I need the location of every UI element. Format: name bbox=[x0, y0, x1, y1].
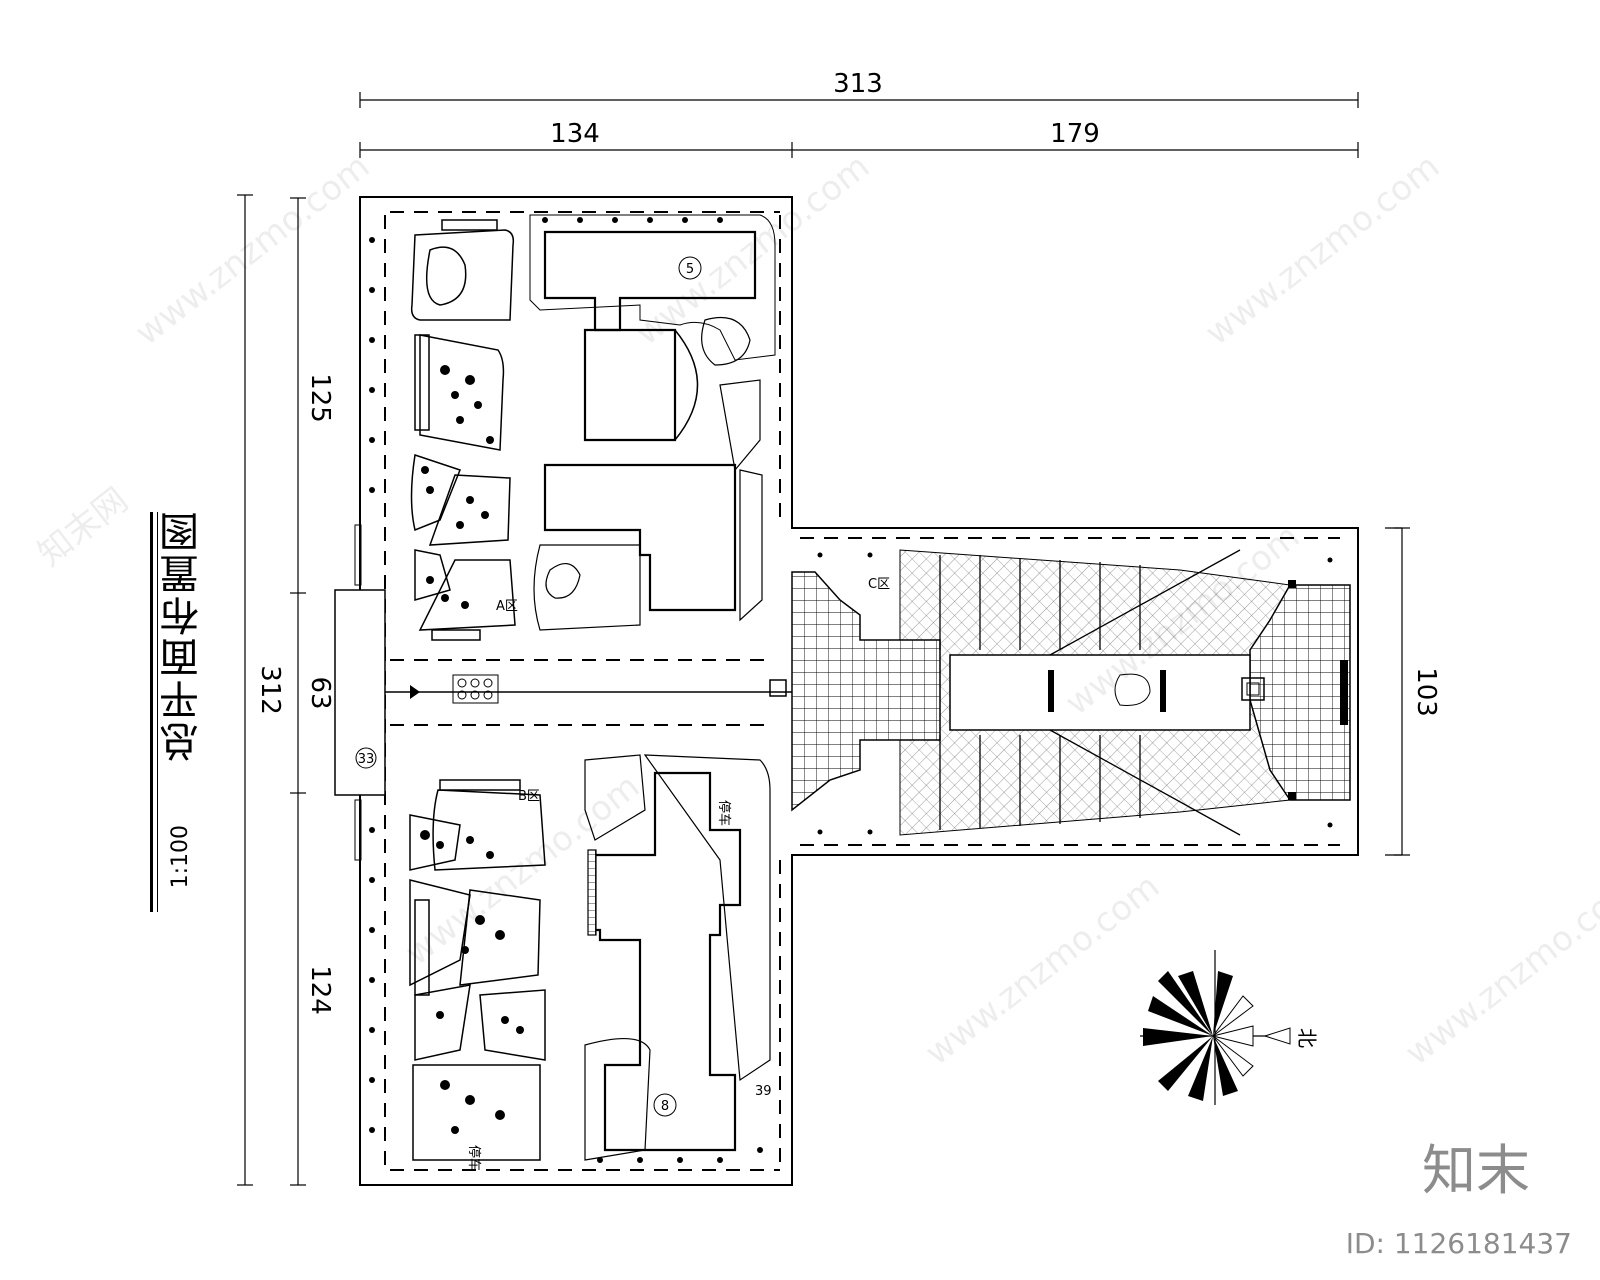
zone-a-green bbox=[410, 219, 516, 641]
zone-b-label: B区 bbox=[518, 789, 540, 804]
building-8 bbox=[593, 771, 742, 1152]
north-arrow bbox=[1140, 950, 1291, 1105]
parking-label-1: 停车 bbox=[716, 800, 732, 826]
plaza-grid-west bbox=[791, 571, 941, 812]
plaza-features bbox=[1048, 660, 1348, 725]
parking-label-2: 停车 bbox=[466, 1145, 482, 1171]
road-centerlines bbox=[384, 211, 1340, 1171]
dim-middle-road: 63 bbox=[305, 676, 335, 709]
site-boundary bbox=[359, 196, 1359, 1186]
perimeter-trees bbox=[369, 217, 763, 1163]
north-label: 北 bbox=[1295, 1028, 1319, 1048]
dim-small-note: 39 bbox=[755, 1084, 772, 1099]
dim-overall-height: 312 bbox=[255, 665, 285, 715]
zone-c-label: C区 bbox=[868, 577, 890, 592]
lamp-ne bbox=[1288, 580, 1296, 588]
island-circles bbox=[457, 678, 493, 700]
dimension-lines bbox=[237, 92, 1410, 1186]
central-plaza-strip bbox=[949, 654, 1251, 731]
entrance-arrow bbox=[410, 685, 420, 699]
dim-south-block: 124 bbox=[305, 965, 335, 1015]
west-monument bbox=[769, 679, 787, 697]
dim-overall-width: 313 bbox=[833, 69, 883, 99]
dim-east-width: 179 bbox=[1050, 119, 1100, 149]
brand-logo: 知末 bbox=[1422, 1139, 1530, 1202]
building-5 bbox=[529, 214, 776, 612]
building-33-marker bbox=[355, 747, 377, 769]
zone-b-green bbox=[409, 779, 546, 1161]
plaza-grid-east bbox=[1249, 584, 1351, 801]
drawing-scale: 1:100 bbox=[168, 825, 193, 889]
building-8-label: 8 bbox=[661, 1099, 669, 1114]
building-33-label: 33 bbox=[358, 752, 375, 767]
building-5-label: 5 bbox=[686, 262, 694, 277]
image-id: ID: 1126181437 bbox=[1345, 1227, 1572, 1260]
title-rule-thin bbox=[157, 512, 158, 912]
east-monument bbox=[1241, 677, 1265, 701]
east-wing-trees bbox=[817, 552, 1333, 835]
gate-building-33 bbox=[334, 589, 386, 796]
gate-wall-south bbox=[354, 799, 362, 861]
plaza-fountain bbox=[1114, 673, 1151, 706]
building-8-marker bbox=[653, 1093, 677, 1117]
zone-a-label: A区 bbox=[496, 599, 518, 614]
dim-east-wing: 103 bbox=[1411, 667, 1441, 717]
lamp-se bbox=[1288, 792, 1296, 800]
gate-wall-north bbox=[354, 524, 362, 586]
title-rule-thick bbox=[150, 512, 153, 912]
east-monument-inner bbox=[1246, 682, 1260, 696]
dim-north-block: 125 bbox=[305, 373, 335, 423]
zone-a-trees bbox=[421, 365, 494, 609]
plaza-paving-lines bbox=[939, 549, 1241, 836]
dim-west-width: 134 bbox=[550, 119, 600, 149]
drawing-title: 总平面布置图 bbox=[160, 510, 206, 762]
zone-b-trees bbox=[420, 830, 524, 1134]
building-5-landscape bbox=[533, 316, 763, 631]
traffic-island bbox=[452, 674, 499, 704]
building-5-marker bbox=[678, 256, 702, 280]
building-8-landscape bbox=[584, 754, 771, 1161]
